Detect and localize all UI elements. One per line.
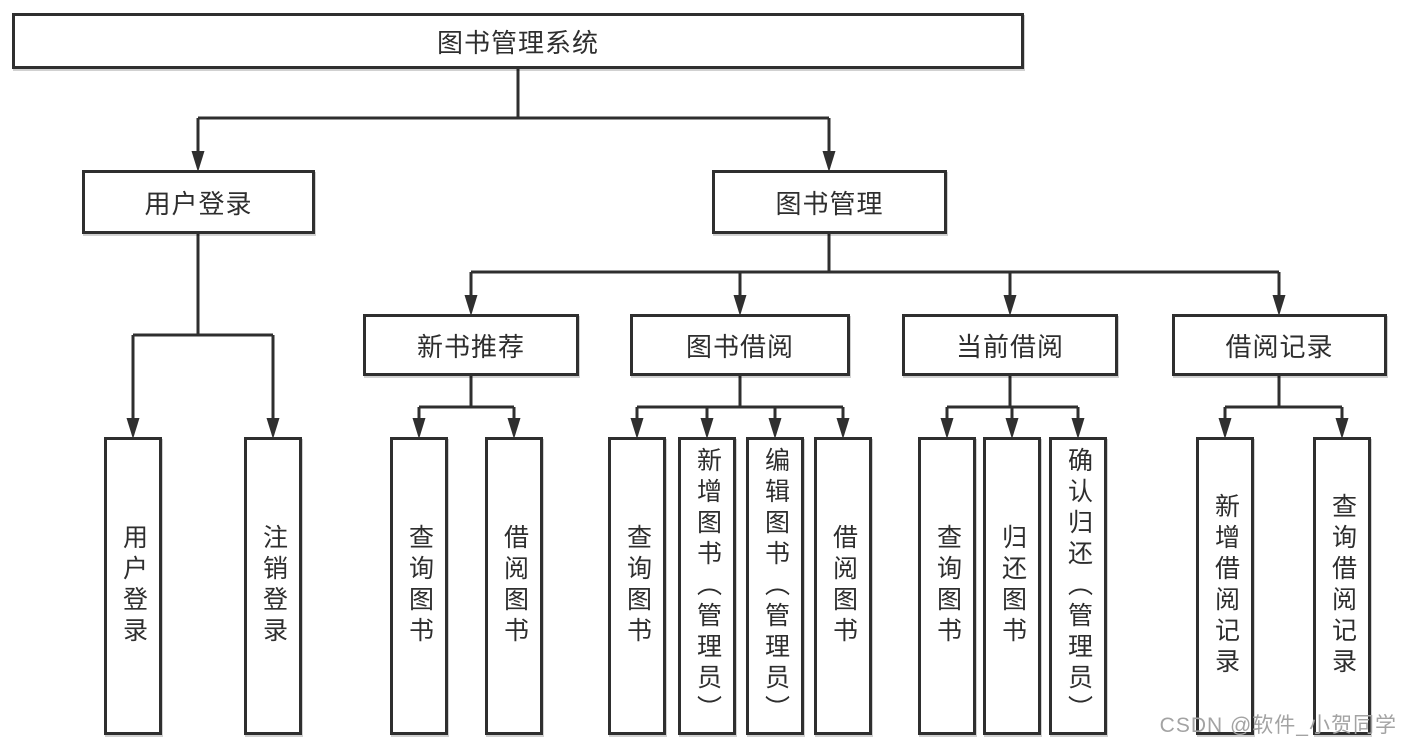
leaf-edit-books-admin-label: 编辑图书（管理员） bbox=[761, 446, 790, 726]
leaf-user-login: 用户登录 bbox=[104, 437, 162, 735]
leaf-add-borrow-record: 新增借阅记录 bbox=[1196, 437, 1254, 735]
leaf-return-books-label: 归还图书 bbox=[998, 524, 1027, 648]
node-new-book-recommend-label: 新书推荐 bbox=[416, 331, 525, 362]
leaf-search-books-borrow-label: 查询图书 bbox=[623, 524, 652, 648]
node-borrow-records: 借阅记录 bbox=[1172, 314, 1387, 376]
leaf-borrow-books-recommend-label: 借阅图书 bbox=[500, 524, 529, 648]
node-user-login-label: 用户登录 bbox=[144, 188, 253, 219]
leaf-search-books-current: 查询图书 bbox=[918, 437, 976, 735]
leaf-search-borrow-record: 查询借阅记录 bbox=[1313, 437, 1371, 735]
node-root-label: 图书管理系统 bbox=[436, 27, 599, 58]
node-book-borrow-label: 图书借阅 bbox=[685, 331, 794, 362]
node-root: 图书管理系统 bbox=[12, 13, 1024, 69]
node-current-borrow: 当前借阅 bbox=[902, 314, 1118, 376]
watermark: CSDN @软件_小贺同学 bbox=[1159, 714, 1397, 737]
node-book-management-label: 图书管理 bbox=[775, 188, 884, 219]
leaf-return-books: 归还图书 bbox=[983, 437, 1041, 735]
leaf-user-login-label: 用户登录 bbox=[119, 524, 148, 648]
leaf-confirm-return-admin: 确认归还（管理员） bbox=[1049, 437, 1107, 735]
leaf-search-borrow-record-label: 查询借阅记录 bbox=[1328, 493, 1357, 679]
leaf-borrow-books-recommend: 借阅图书 bbox=[485, 437, 543, 735]
leaf-search-books-current-label: 查询图书 bbox=[933, 524, 962, 648]
node-current-borrow-label: 当前借阅 bbox=[955, 331, 1064, 362]
leaf-confirm-return-admin-label: 确认归还（管理员） bbox=[1064, 446, 1093, 726]
leaf-edit-books-admin: 编辑图书（管理员） bbox=[746, 437, 804, 735]
node-book-management: 图书管理 bbox=[712, 170, 947, 234]
leaf-search-books-recommend-label: 查询图书 bbox=[405, 524, 434, 648]
node-user-login: 用户登录 bbox=[82, 170, 315, 234]
leaf-search-books-recommend: 查询图书 bbox=[390, 437, 448, 735]
leaf-logout: 注销登录 bbox=[244, 437, 302, 735]
leaf-logout-label: 注销登录 bbox=[259, 524, 288, 648]
leaf-add-books-admin-label: 新增图书（管理员） bbox=[693, 446, 722, 726]
node-borrow-records-label: 借阅记录 bbox=[1225, 331, 1334, 362]
leaf-borrow-books: 借阅图书 bbox=[814, 437, 872, 735]
leaf-borrow-books-label: 借阅图书 bbox=[829, 524, 858, 648]
leaf-search-books-borrow: 查询图书 bbox=[608, 437, 666, 735]
node-new-book-recommend: 新书推荐 bbox=[363, 314, 579, 376]
node-book-borrow: 图书借阅 bbox=[630, 314, 850, 376]
leaf-add-books-admin: 新增图书（管理员） bbox=[678, 437, 736, 735]
leaf-add-borrow-record-label: 新增借阅记录 bbox=[1211, 493, 1240, 679]
